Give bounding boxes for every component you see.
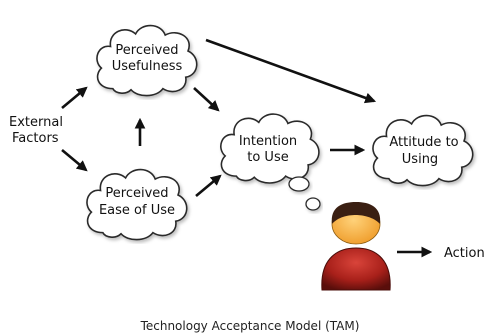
arrow-usefulness-to-attitude	[205, 38, 377, 104]
perceived-usefulness-line2: Usefulness	[112, 59, 183, 74]
node-intention-to-use: Intention to Use	[221, 114, 321, 211]
attitude-to-using-line1: Attitude to	[389, 135, 458, 150]
person-icon	[321, 202, 391, 291]
intention-to-use-line2: to Use	[247, 150, 288, 165]
thought-bubble-large	[288, 176, 310, 192]
node-external-factors: External Factors	[9, 115, 63, 146]
action-label: Action	[444, 246, 485, 261]
node-attitude-to-using: Attitude to Using	[373, 116, 473, 186]
perceived-usefulness-line1: Perceived	[115, 43, 178, 58]
intention-to-use-line1: Intention	[239, 134, 297, 149]
node-perceived-usefulness: Perceived Usefulness	[97, 26, 197, 96]
perceived-ease-of-use-line1: Perceived	[105, 186, 168, 201]
arrow-usefulness-to-intention	[193, 87, 220, 112]
attitude-to-using-line2: Using	[402, 152, 438, 167]
person-hair	[331, 202, 381, 224]
person-body	[321, 247, 391, 291]
arrow-external-to-usefulness	[61, 86, 88, 109]
external-factors-line2: Factors	[12, 131, 59, 146]
node-perceived-ease-of-use: Perceived Ease of Use	[87, 170, 187, 240]
external-factors-line1: External	[9, 115, 63, 130]
arrow-ease-to-intention	[195, 174, 222, 197]
perceived-ease-of-use-line2: Ease of Use	[99, 203, 175, 218]
cloud-shape	[373, 116, 473, 186]
thought-bubble-small	[305, 197, 321, 211]
arrow-external-to-ease-of-use	[61, 149, 88, 172]
diagram-caption: Technology Acceptance Model (TAM)	[140, 319, 360, 333]
